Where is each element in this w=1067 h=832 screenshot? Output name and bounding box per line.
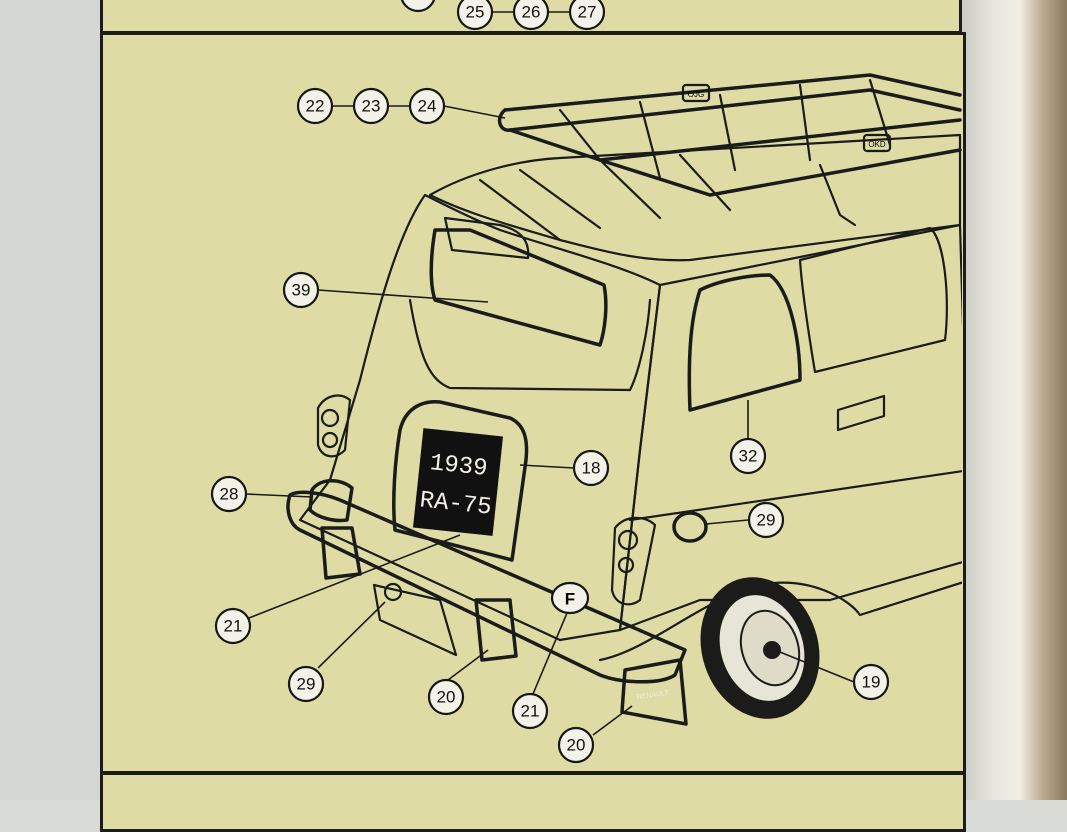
svg-text:21: 21 bbox=[224, 617, 243, 636]
callout-18: 18 bbox=[572, 449, 610, 487]
callout-21-plate: 21 bbox=[214, 607, 252, 645]
callout-partial bbox=[400, 0, 436, 13]
callout-32: 32 bbox=[729, 437, 767, 475]
callout-21-badge: 21 bbox=[511, 692, 549, 730]
svg-text:21: 21 bbox=[521, 702, 540, 721]
country-badge: F bbox=[550, 581, 590, 615]
callout-20-flap: 20 bbox=[557, 726, 595, 764]
callout-28: 28 bbox=[210, 475, 248, 513]
svg-text:29: 29 bbox=[297, 675, 316, 694]
callout-26: 26 bbox=[512, 0, 550, 31]
adjacent-page bbox=[0, 0, 100, 800]
svg-text:23: 23 bbox=[362, 97, 381, 116]
rack-tag-1: OJG bbox=[688, 90, 704, 99]
svg-text:24: 24 bbox=[418, 97, 437, 116]
callout-29-fuel: 29 bbox=[747, 501, 785, 539]
callout-27: 27 bbox=[568, 0, 606, 31]
svg-text:25: 25 bbox=[466, 3, 485, 22]
svg-text:F: F bbox=[565, 590, 575, 609]
license-plate bbox=[412, 428, 504, 536]
plate-line-1: 1939 bbox=[429, 450, 489, 483]
leader-lines bbox=[245, 11, 855, 736]
callout-24: 24 bbox=[408, 87, 446, 125]
callout-19: 19 bbox=[852, 663, 890, 701]
svg-text:20: 20 bbox=[567, 736, 586, 755]
svg-text:18: 18 bbox=[582, 459, 601, 478]
callout-39: 39 bbox=[282, 271, 320, 309]
rack-tag-2: OKD bbox=[868, 140, 886, 149]
svg-text:22: 22 bbox=[306, 97, 325, 116]
svg-text:26: 26 bbox=[522, 3, 541, 22]
callout-29-hook: 29 bbox=[287, 665, 325, 703]
main-diagram-panel bbox=[100, 32, 966, 774]
callout-23: 23 bbox=[352, 87, 390, 125]
callout-25: 25 bbox=[456, 0, 494, 31]
svg-text:28: 28 bbox=[220, 485, 239, 504]
callout-22: 22 bbox=[296, 87, 334, 125]
car-illustration bbox=[286, 73, 962, 726]
svg-text:39: 39 bbox=[292, 281, 311, 300]
svg-text:20: 20 bbox=[437, 688, 456, 707]
svg-text:19: 19 bbox=[862, 673, 881, 692]
callout-20-block: 20 bbox=[427, 678, 465, 716]
svg-text:29: 29 bbox=[757, 511, 776, 530]
mudflap-brand: RENAULT bbox=[636, 690, 670, 702]
book-edge bbox=[960, 0, 1067, 800]
parts-diagram: 1939 RA-75 OJG OKD RENAULT F 25 26 27 22… bbox=[210, 0, 962, 764]
svg-text:27: 27 bbox=[578, 3, 597, 22]
svg-text:32: 32 bbox=[739, 447, 758, 466]
